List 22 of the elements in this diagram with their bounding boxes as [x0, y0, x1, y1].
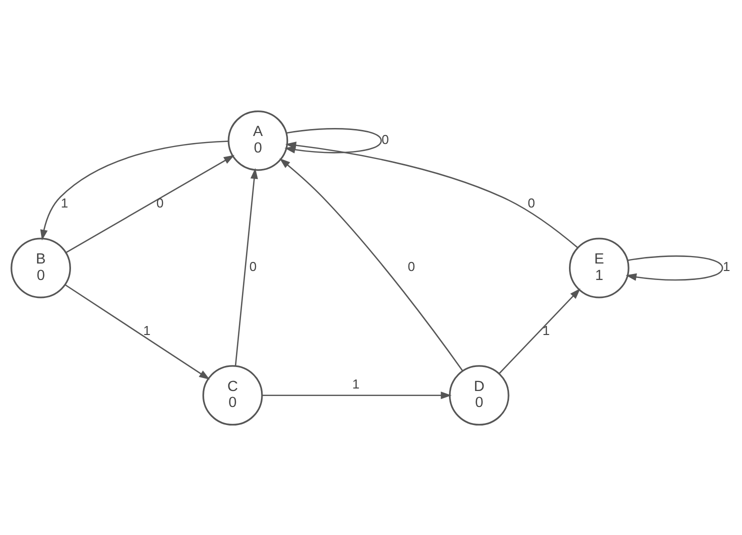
edge-label: 0	[249, 258, 257, 274]
edge-label: 1	[143, 322, 151, 338]
arrow	[40, 140, 228, 240]
edge-label: 1	[542, 322, 550, 338]
arrow	[262, 391, 452, 399]
arrow	[626, 254, 724, 280]
edge-label: 0	[382, 131, 389, 146]
edge-label: 1	[60, 194, 68, 210]
edge-label: 0	[408, 258, 416, 274]
node-circle: A 0	[228, 110, 288, 170]
node-circle: C 0	[202, 364, 263, 426]
node-circle: B 0	[10, 237, 71, 298]
arrow	[234, 168, 258, 366]
edge-label: 0	[156, 194, 164, 210]
arrow	[279, 158, 464, 371]
edge-label: 1	[352, 376, 360, 392]
node-circle: D 0	[448, 364, 510, 426]
edge-label: 1	[722, 258, 730, 274]
arrow	[66, 154, 235, 253]
edge-label: 0	[528, 194, 536, 210]
arrow	[498, 288, 580, 374]
arrow	[64, 284, 210, 380]
